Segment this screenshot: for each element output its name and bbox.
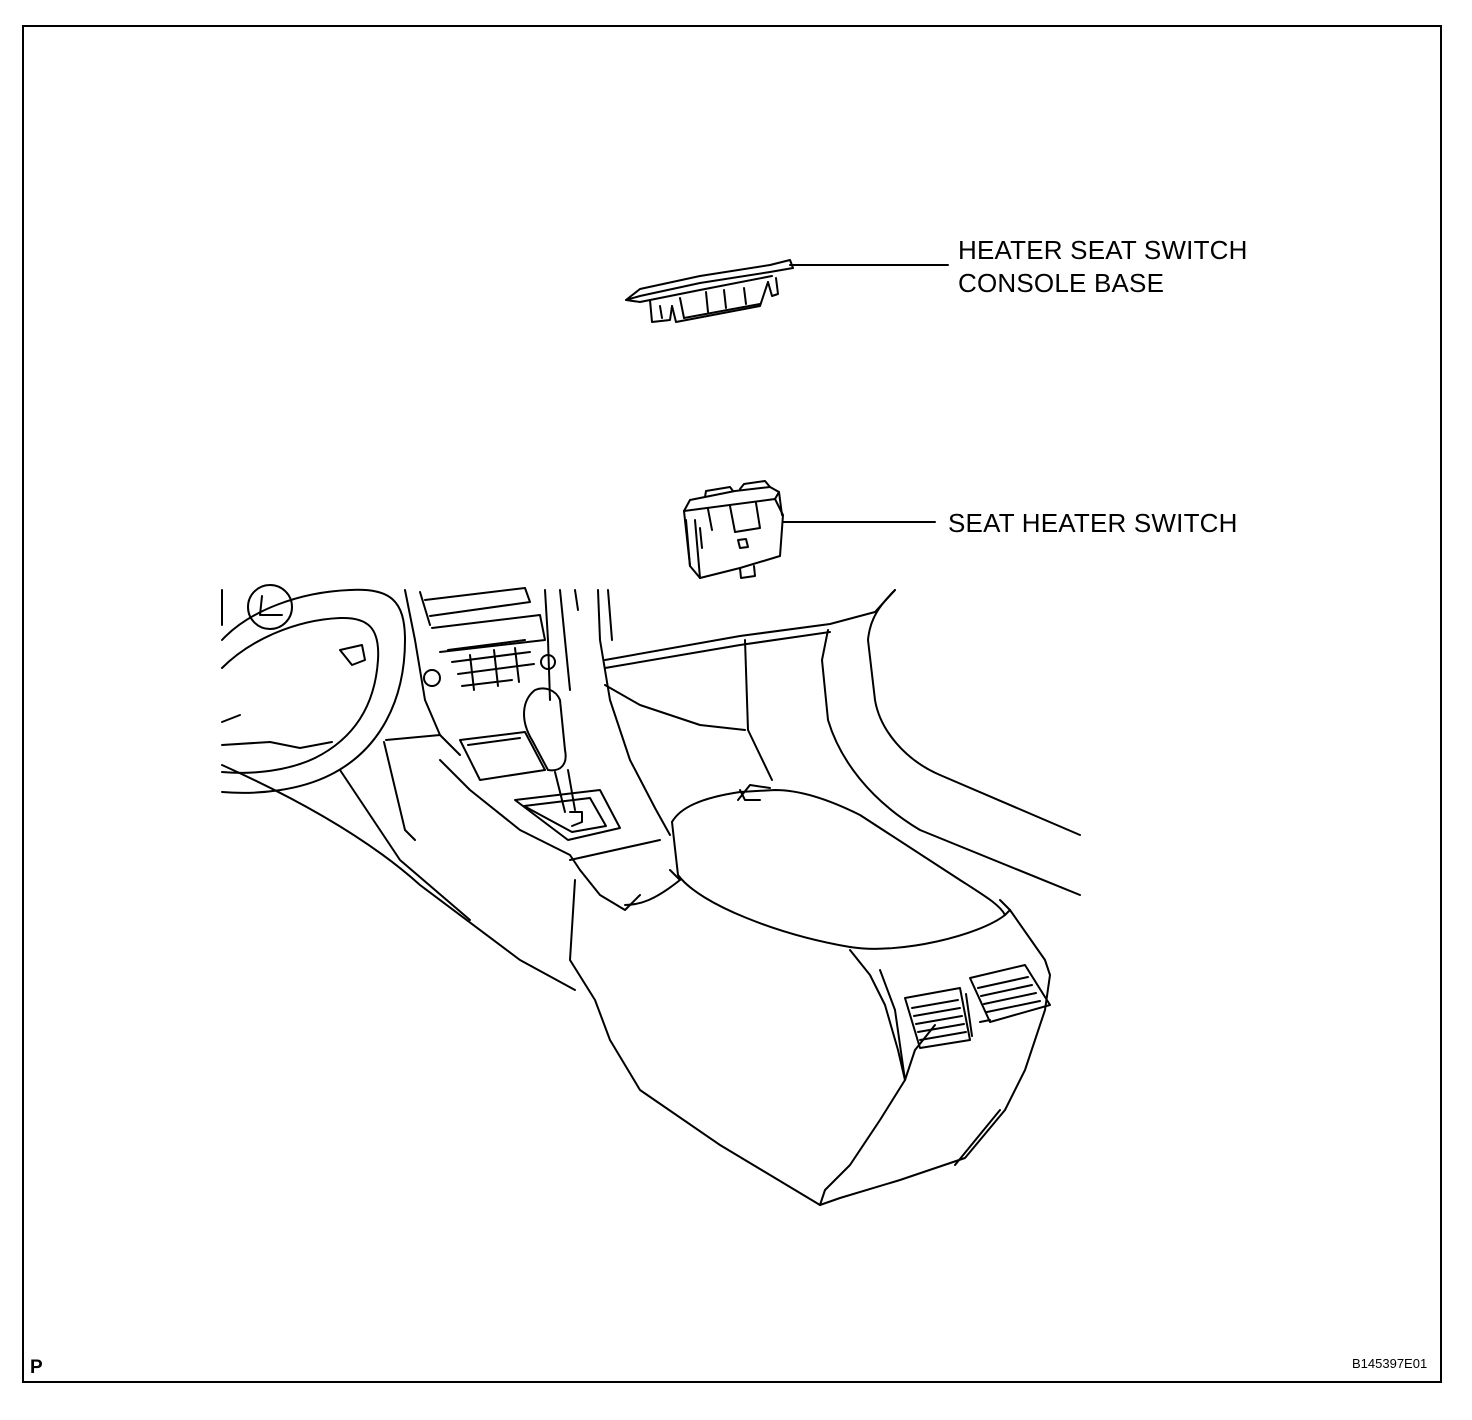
steering-wheel [221, 588, 406, 794]
lexus-emblem [247, 584, 293, 630]
dashboard-lines [221, 587, 579, 756]
console-base-label: HEATER SEAT SWITCH CONSOLE BASE [958, 234, 1248, 300]
console-base-part [625, 259, 794, 323]
gear-shift-lever [523, 687, 583, 827]
console-armrest [671, 784, 1011, 950]
console-body [569, 869, 1051, 1206]
console-base-label-line-2: CONSOLE BASE [958, 268, 1165, 298]
diagram-frame [22, 25, 1442, 1383]
corner-mark: P [30, 1357, 43, 1378]
seat-heater-switch-label: SEAT HEATER SWITCH [948, 508, 1238, 538]
figure-id: B145397E01 [1352, 1356, 1428, 1371]
center-console-front [385, 589, 896, 841]
floor-lines [221, 741, 661, 991]
console-base-label-line-1: HEATER SEAT SWITCH [958, 235, 1248, 265]
door-panel [604, 589, 1081, 896]
rear-air-vents [904, 964, 1051, 1049]
seat-heater-switch-part [683, 480, 784, 579]
